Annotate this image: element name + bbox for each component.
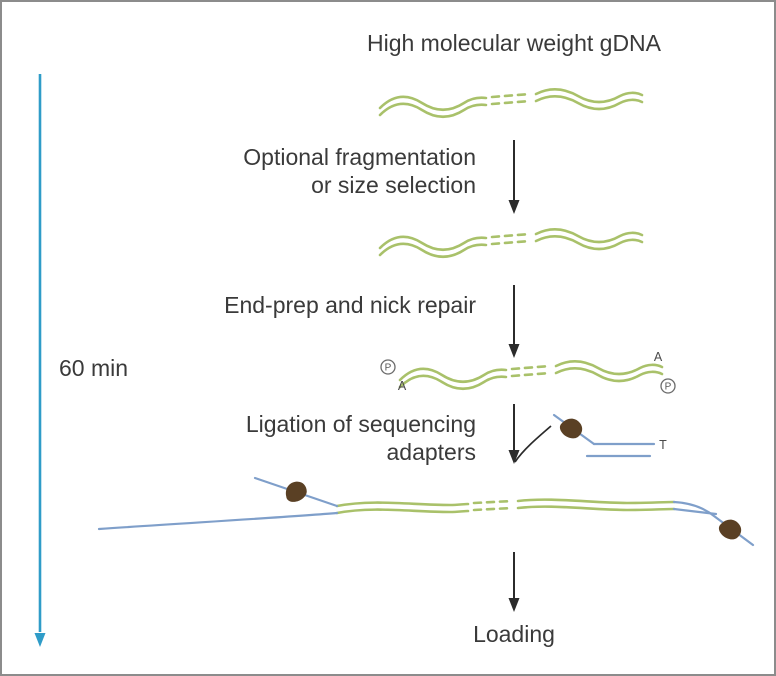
motor-protein-icon xyxy=(282,478,310,505)
timeline-arrow xyxy=(34,74,46,647)
motor-protein-icon xyxy=(556,414,586,443)
sequencing-adapter: T xyxy=(552,413,667,458)
fragmentation-label-line2: or size selection xyxy=(311,172,476,198)
a-overhang-label: A xyxy=(398,379,407,393)
ligation-label: Ligation of sequencing adapters xyxy=(246,410,476,466)
ligation-label-line2: adapters xyxy=(386,439,476,465)
a-overhang-label: A xyxy=(654,350,663,364)
timeline-arrowhead-icon xyxy=(34,633,46,647)
step-arrow-endprep xyxy=(508,285,520,358)
loading-arrow xyxy=(508,552,520,612)
motor-protein-icon xyxy=(715,514,745,544)
timeline-label: 60 min xyxy=(59,355,129,381)
endprep-label: End-prep and nick repair xyxy=(224,292,476,318)
ligation-curve-arrow xyxy=(514,425,552,463)
ligation-label-line1: Ligation of sequencing xyxy=(245,411,476,437)
endprepped-dna-molecule: P A A P xyxy=(380,350,676,394)
down-arrowhead-icon xyxy=(508,598,520,612)
phosphate-label: P xyxy=(385,363,392,374)
fragmentation-label: Optional fragmentation or size selection xyxy=(243,143,476,199)
loading-label: Loading xyxy=(473,621,555,647)
t-overhang-label: T xyxy=(659,438,667,452)
page-title: High molecular weight gDNA xyxy=(366,30,661,56)
down-arrowhead-icon xyxy=(508,200,520,214)
phosphate-badge: P xyxy=(660,378,676,394)
phosphate-label: P xyxy=(665,382,672,393)
fragmented-dna-molecule xyxy=(378,228,644,259)
down-arrowhead-icon xyxy=(508,344,520,358)
step-arrow-fragmentation xyxy=(508,140,520,214)
step-arrow-ligation xyxy=(508,404,552,464)
adapted-dna-construct xyxy=(97,476,755,547)
fragmentation-label-line1: Optional fragmentation xyxy=(243,144,476,170)
phosphate-badge: P xyxy=(380,359,396,375)
hmw-gdna-molecule xyxy=(378,88,644,119)
